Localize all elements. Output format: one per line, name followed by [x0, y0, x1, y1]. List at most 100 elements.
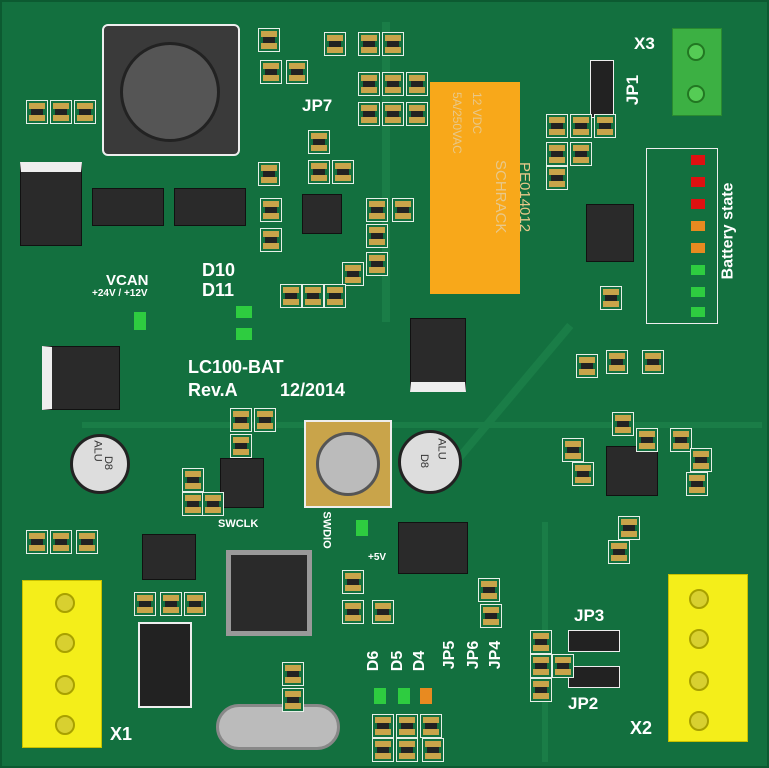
smd-component: [546, 142, 568, 166]
regulator: [92, 188, 164, 226]
smd-component: [642, 350, 664, 374]
smd-component: [260, 228, 282, 252]
label-swclk: SWCLK: [218, 518, 259, 530]
smd-component: [258, 28, 280, 52]
crystal: [216, 704, 340, 750]
led-d4: [420, 688, 432, 704]
smd-component: [50, 530, 72, 554]
smd-component: [184, 592, 206, 616]
smd-component: [618, 516, 640, 540]
label-d4: D4: [411, 650, 429, 672]
smd-component: [74, 100, 96, 124]
smd-component: [282, 688, 304, 712]
smd-component: [280, 284, 302, 308]
smd-component: [600, 286, 622, 310]
smd-component: [576, 354, 598, 378]
label-vcan: VCAN: [106, 272, 149, 289]
smd-component: [572, 462, 594, 486]
relay: 5A/250VAC 12 VDC SCHRACK PE014012: [430, 82, 533, 294]
smd-component: [562, 438, 584, 462]
connector-x3[interactable]: [672, 28, 722, 116]
buzzer: [304, 420, 392, 508]
smd-component: [324, 284, 346, 308]
board-date: 12/2014: [280, 380, 346, 400]
smd-component: [686, 472, 708, 496]
smd-component: [282, 662, 304, 686]
smd-component: [670, 428, 692, 452]
smd-component: [406, 102, 428, 126]
smd-component: [606, 350, 628, 374]
debug-header[interactable]: [138, 622, 192, 708]
smd-component: [342, 262, 364, 286]
relay-part: PE014012: [516, 162, 533, 233]
smd-component: [372, 738, 394, 762]
led-5v: [356, 520, 368, 536]
led-vcan: [134, 312, 146, 330]
regulator: [174, 188, 246, 226]
ic: [606, 446, 658, 496]
smd-component: [342, 570, 364, 594]
smd-component: [690, 448, 712, 472]
label-jp3: JP3: [574, 606, 605, 625]
smd-component: [202, 492, 224, 516]
diode: [20, 162, 82, 246]
board-name: LC100-BAT: [188, 357, 284, 377]
smd-component: [382, 72, 404, 96]
smd-component: [358, 72, 380, 96]
smd-component: [254, 408, 276, 432]
smd-component: [396, 714, 418, 738]
smd-component: [134, 592, 156, 616]
smd-component: [366, 198, 388, 222]
smd-component: [530, 654, 552, 678]
smd-component: [530, 630, 552, 654]
smd-component: [26, 530, 48, 554]
smd-component: [636, 428, 658, 452]
power-inductor: [102, 24, 240, 156]
jumper-jp1[interactable]: [590, 60, 614, 118]
smd-component: [366, 224, 388, 248]
label-vcan-voltages: +24V / +12V: [92, 288, 148, 299]
smd-component: [76, 530, 98, 554]
ic: [142, 534, 196, 580]
connector-x2[interactable]: [668, 574, 748, 742]
smd-component: [612, 412, 634, 436]
smd-component: [230, 408, 252, 432]
smd-component: [478, 578, 500, 602]
smd-component: [160, 592, 182, 616]
smd-component: [382, 102, 404, 126]
label-swdio: SWDIO: [320, 511, 333, 549]
relay-rating: 5A/250VAC: [450, 92, 464, 154]
label-d5: D5: [389, 650, 407, 672]
electrolytic-capacitor: ALU D8: [70, 434, 130, 494]
smd-component: [392, 198, 414, 222]
smd-component: [570, 114, 592, 138]
label-x1: X1: [110, 724, 133, 744]
label-jp5: JP5: [441, 640, 459, 670]
smd-component: [50, 100, 72, 124]
smd-component: [260, 60, 282, 84]
label-5v: +5V: [368, 552, 387, 563]
jumper-jp2[interactable]: [568, 666, 620, 688]
led-d11: [236, 328, 252, 340]
smd-component: [302, 284, 324, 308]
led-d10: [236, 306, 252, 318]
battery-led-array: [646, 148, 718, 324]
smd-component: [608, 540, 630, 564]
smd-component: [570, 142, 592, 166]
smd-component: [530, 678, 552, 702]
label-jp1: JP1: [623, 74, 643, 106]
smd-component: [332, 160, 354, 184]
board-revision: Rev.A: [188, 380, 238, 400]
smd-component: [422, 738, 444, 762]
smd-component: [286, 60, 308, 84]
jumper-jp3[interactable]: [568, 630, 620, 652]
diode: [42, 346, 120, 410]
label-x3: X3: [634, 34, 655, 53]
connector-x1[interactable]: [22, 580, 102, 748]
smd-component: [258, 162, 280, 186]
label-d6: D6: [365, 650, 383, 672]
microcontroller: [226, 550, 312, 636]
smd-component: [546, 166, 568, 190]
smd-component: [480, 604, 502, 628]
